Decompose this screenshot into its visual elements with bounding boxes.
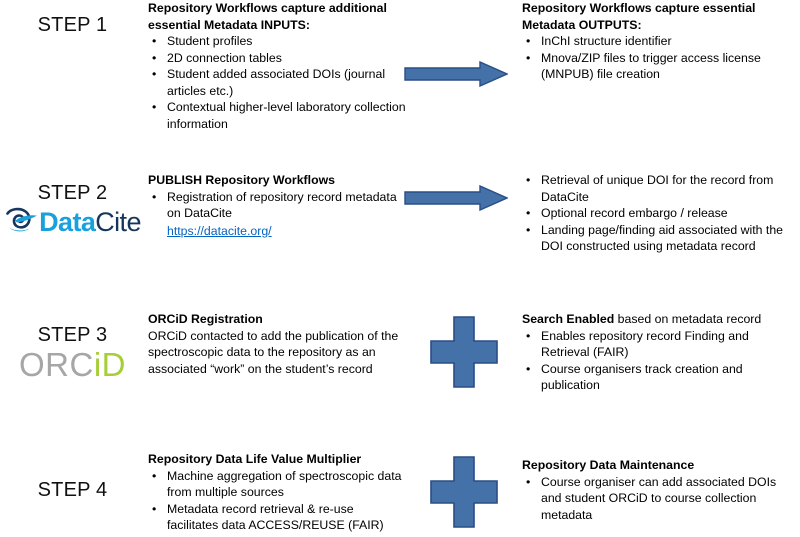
list-item: Metadata record retrieval & re-use facil… xyxy=(148,501,406,534)
datacite-swoosh-icon xyxy=(4,207,38,237)
list-item: Course organisers track creation and pub… xyxy=(522,361,790,394)
datacite-word-cite: Cite xyxy=(95,207,141,237)
datacite-word-data: Data xyxy=(39,207,96,237)
step-1-label-column: STEP 1 xyxy=(0,14,145,37)
step-3-middle-title: ORCiD Registration xyxy=(148,312,263,326)
step-1-right-block: Repository Workflows capture essential M… xyxy=(522,0,790,83)
list-item: InChI structure identifier xyxy=(522,33,790,50)
datacite-logo: DataCite xyxy=(0,207,145,237)
step-2-middle-block: PUBLISH Repository Workflows Registratio… xyxy=(148,172,406,240)
list-item: Optional record embargo / release xyxy=(522,205,790,222)
step-4-label: STEP 4 xyxy=(37,479,108,501)
orcid-word-orc: ORC xyxy=(18,346,94,383)
step-2-middle-title: PUBLISH Repository Workflows xyxy=(148,173,335,187)
step-3-plus-icon xyxy=(429,316,499,389)
orcid-word-id: iD xyxy=(93,346,126,383)
datacite-wordmark: DataCite xyxy=(39,207,141,237)
list-item: Enables repository record Finding and Re… xyxy=(522,328,790,361)
step-4-label-column: STEP 4 xyxy=(0,479,145,502)
list-item: Landing page/finding aid associated with… xyxy=(522,222,790,255)
step-2-label: STEP 2 xyxy=(37,182,108,204)
step-3-right-block: Search Enabled based on metadata record … xyxy=(522,311,790,394)
list-item: Student profiles xyxy=(148,33,406,50)
step-2-middle-list: Registration of repository record metada… xyxy=(148,189,406,222)
list-item: Contextual higher-level laboratory colle… xyxy=(148,99,406,132)
step-4-middle-title: Repository Data Life Value Multiplier xyxy=(148,452,362,466)
step-2-label-column: STEP 2 DataCite xyxy=(0,182,145,237)
datacite-url-link[interactable]: https://datacite.org/ xyxy=(167,223,272,238)
step-4-right-block: Repository Data Maintenance Course organ… xyxy=(522,457,790,523)
list-item: Machine aggregation of spectroscopic dat… xyxy=(148,468,406,501)
step-3-right-title: Search Enabled based on metadata record xyxy=(522,311,790,328)
step-3-right-title-bold: Search Enabled xyxy=(522,312,615,326)
step-1-right-list: InChI structure identifier Mnova/ZIP fil… xyxy=(522,33,790,83)
list-item: Student added associated DOIs (journal a… xyxy=(148,66,406,99)
step-2-arrow-right-icon xyxy=(404,185,508,211)
step-3-label: STEP 3 xyxy=(37,324,108,346)
step-3-middle-block: ORCiD Registration ORCiD contacted to ad… xyxy=(148,311,406,377)
step-1-middle-list: Student profiles 2D connection tables St… xyxy=(148,33,406,132)
step-1-middle-block: Repository Workflows capture additional … xyxy=(148,0,406,132)
step-4-right-title: Repository Data Maintenance xyxy=(522,458,695,472)
step-1-label: STEP 1 xyxy=(37,14,108,36)
step-4-middle-block: Repository Data Life Value Multiplier Ma… xyxy=(148,451,406,534)
list-item: Course organiser can add associated DOIs… xyxy=(522,474,790,524)
step-1-middle-title: Repository Workflows capture additional … xyxy=(148,1,387,32)
list-item: Retrieval of unique DOI for the record f… xyxy=(522,172,790,205)
step-3-right-list: Enables repository record Finding and Re… xyxy=(522,328,790,394)
step-3-right-title-rest: based on metadata record xyxy=(614,312,762,326)
list-item: 2D connection tables xyxy=(148,50,406,67)
step-1-right-title: Repository Workflows capture essential M… xyxy=(522,1,756,32)
step-4-plus-icon xyxy=(429,456,499,529)
step-4-middle-list: Machine aggregation of spectroscopic dat… xyxy=(148,468,406,534)
step-4-right-list: Course organiser can add associated DOIs… xyxy=(522,474,790,524)
list-item: Registration of repository record metada… xyxy=(148,189,406,222)
step-1-arrow-right-icon xyxy=(404,61,508,87)
step-3-label-column: STEP 3 ORCiD xyxy=(0,324,145,383)
step-3-middle-paragraph: ORCiD contacted to add the publication o… xyxy=(148,328,399,376)
step-2-right-list: Retrieval of unique DOI for the record f… xyxy=(522,172,790,255)
list-item: Mnova/ZIP files to trigger access licens… xyxy=(522,50,790,83)
step-2-right-block: Retrieval of unique DOI for the record f… xyxy=(522,172,790,255)
orcid-logo: ORCiD xyxy=(0,347,145,383)
